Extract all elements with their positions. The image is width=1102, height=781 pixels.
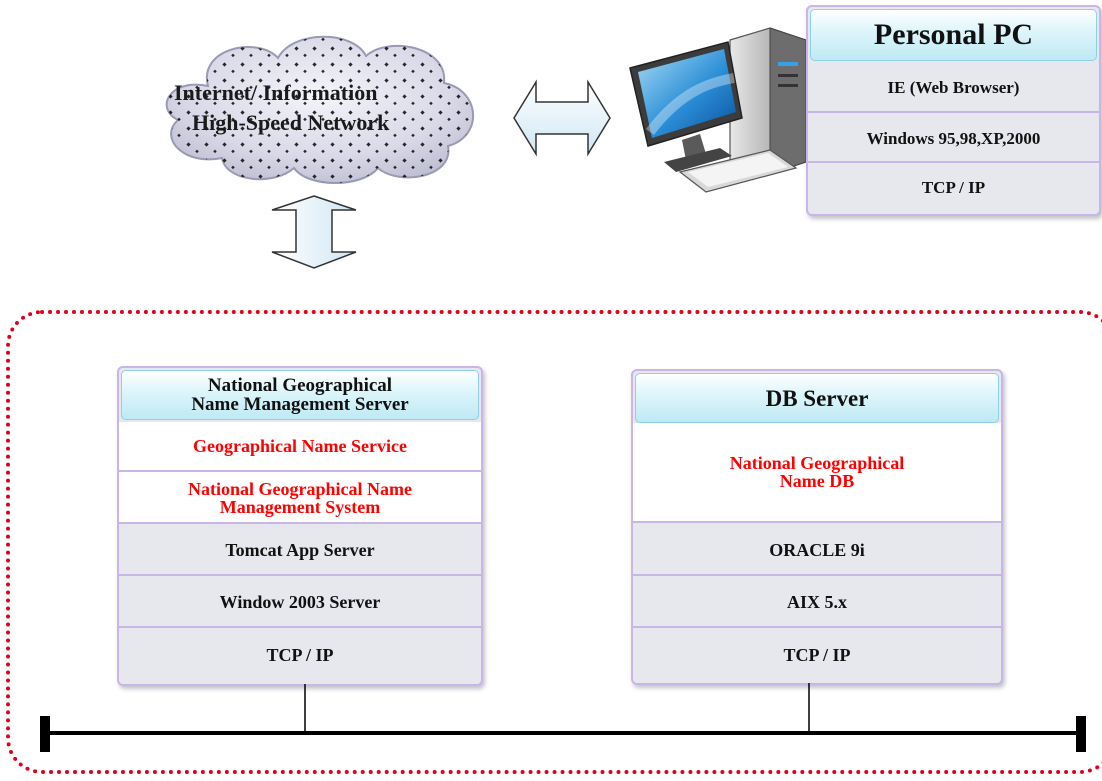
mgmt-server-title-line2: Name Management Server [191,394,409,415]
mgmt-layer-app-server: Tomcat App Server [119,522,481,576]
mgmt-server-box: National Geographical Name Management Se… [117,366,483,686]
internet-cloud [165,35,475,184]
cloud-label: Internet/ Information High-Speed Network [160,78,490,138]
personal-pc-box: Personal PC IE (Web Browser) Windows 95,… [806,5,1101,216]
pc-layer-tcpip: TCP / IP [808,161,1099,212]
computer-icon [629,27,807,193]
pc-layer-os: Windows 95,98,XP,2000 [808,111,1099,163]
geographical-name-db: National Geographical Name DB [633,423,1001,521]
cloud-label-line1: Internet/ Information [174,80,378,105]
double-arrow-horizontal-icon [513,79,611,157]
mgmt-layer-tcpip: TCP / IP [119,626,481,682]
mgmt-server-title: National Geographical Name Management Se… [121,370,479,420]
name-management-system-line2: Management System [219,497,381,517]
geographical-name-service: Geographical Name Service [119,422,481,470]
mgmt-server-title-line1: National Geographical [207,375,393,396]
personal-pc-title: Personal PC [810,9,1097,61]
name-management-system: National Geographical Name Management Sy… [119,470,481,524]
db-layer-os: AIX 5.x [633,574,1001,628]
pc-layer-browser: IE (Web Browser) [887,77,1020,97]
bus-terminator-left [40,716,50,752]
name-management-system-line1: National Geographical Name [188,479,412,499]
geographical-name-db-line2: Name DB [779,471,855,491]
mgmt-layer-os: Window 2003 Server [119,574,481,628]
double-arrow-vertical-icon [271,195,357,269]
cloud-label-line2: High-Speed Network [192,110,390,135]
geographical-name-db-line1: National Geographical [729,453,905,473]
bus-terminator-right [1076,716,1086,752]
db-server-box: DB Server National Geographical Name DB … [631,369,1003,685]
server-network-frame [6,310,1102,774]
db-layer-dbms: ORACLE 9i [633,521,1001,576]
db-server-title: DB Server [635,373,999,423]
db-layer-tcpip: TCP / IP [633,626,1001,681]
